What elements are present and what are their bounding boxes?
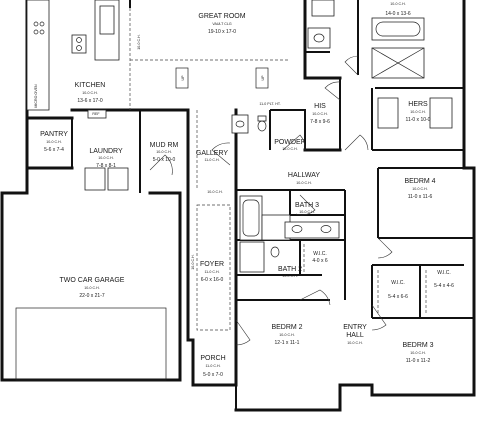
svg-text:TWO CAR GARAGE: TWO CAR GARAGE bbox=[60, 277, 125, 284]
svg-text:HERS: HERS bbox=[408, 101, 428, 108]
label-kitchen: KITCHEN 10-0 C.H. 13-6 x 17-0 bbox=[75, 82, 106, 104]
label-hers: HERS 10-0 C.H. 11-0 x 10-0 bbox=[406, 101, 431, 123]
svg-text:10-0 C.H.: 10-0 C.H. bbox=[82, 91, 97, 95]
fixtures bbox=[15, 0, 453, 381]
svg-text:BEDRM 2: BEDRM 2 bbox=[271, 324, 302, 331]
svg-text:W.I.C.: W.I.C. bbox=[391, 280, 405, 286]
label-powder: POWDER 10-0 C.H. bbox=[274, 139, 306, 151]
label-hallway: HALLWAY 10-0 C.H. bbox=[288, 172, 320, 185]
label-wic-small: W.I.C. 4-0 x 6 bbox=[312, 251, 328, 264]
label-his: HIS 10-0 C.H. 7-8 x 9-6 bbox=[310, 103, 330, 125]
label-laundry: LAUNDRY 10-0 C.H. 7-8 x 8-1 bbox=[89, 148, 123, 169]
label-bath-3: BATH 3 10-0 C.H. bbox=[295, 202, 319, 214]
svg-text:10-0 C.H.: 10-0 C.H. bbox=[299, 210, 314, 214]
svg-text:4-0 x 6: 4-0 x 6 bbox=[312, 258, 328, 264]
svg-text:7-8 x 8-1: 7-8 x 8-1 bbox=[96, 163, 116, 169]
label-pantry: PANTRY 10-0 C.H. 5-6 x 7-4 bbox=[40, 131, 68, 153]
svg-text:11-0 C.H.: 11-0 C.H. bbox=[204, 158, 219, 162]
svg-text:MUD RM: MUD RM bbox=[150, 142, 179, 149]
svg-text:POWDER: POWDER bbox=[274, 139, 306, 146]
foyer-side-ch-note: 10-0 C.H. bbox=[191, 254, 195, 269]
svg-text:BEDRM 3: BEDRM 3 bbox=[402, 342, 433, 349]
micro-oven-note: MICRO OVEN bbox=[34, 84, 38, 108]
svg-text:12-1 x 11-1: 12-1 x 11-1 bbox=[275, 340, 300, 346]
svg-text:10-0 C.H.: 10-0 C.H. bbox=[410, 351, 425, 355]
svg-text:11-0 C.H.: 11-0 C.H. bbox=[204, 270, 219, 274]
svg-text:PORCH: PORCH bbox=[200, 355, 225, 362]
svg-text:11-0 C.H.: 11-0 C.H. bbox=[205, 364, 220, 368]
label-garage: TWO CAR GARAGE 10-0 C.H. 22-0 x 21-7 bbox=[60, 277, 125, 299]
svg-text:GALLERY: GALLERY bbox=[196, 150, 228, 157]
svg-text:W.I.C.: W.I.C. bbox=[313, 251, 327, 257]
svg-text:10-0 C.H.: 10-0 C.H. bbox=[156, 150, 171, 154]
label-foyer: FOYER 11-0 C.H. 6-0 x 16-0 bbox=[200, 261, 224, 283]
svg-text:KITCHEN: KITCHEN bbox=[75, 82, 106, 89]
svg-text:FOYER: FOYER bbox=[200, 261, 224, 268]
gallery-bottom-ch-note: 10-0 C.H. bbox=[207, 190, 222, 194]
svg-text:HALLWAY: HALLWAY bbox=[288, 172, 320, 179]
svg-text:ENTRY: ENTRY bbox=[343, 324, 367, 331]
label-gallery: GALLERY 11-0 C.H. bbox=[196, 150, 228, 162]
svg-text:5-0 x 7-0: 5-0 x 7-0 bbox=[203, 372, 223, 378]
svg-text:10-0 C.H.: 10-0 C.H. bbox=[412, 187, 427, 191]
svg-text:10-0 C.H.: 10-0 C.H. bbox=[279, 333, 294, 337]
stair-up-left: UP bbox=[181, 75, 185, 81]
svg-text:10-0 C.H.: 10-0 C.H. bbox=[282, 274, 297, 278]
svg-text:HALL: HALL bbox=[346, 332, 364, 339]
svg-text:10-0 C.H.: 10-0 C.H. bbox=[347, 341, 362, 345]
svg-text:22-0 x 21-7: 22-0 x 21-7 bbox=[79, 293, 105, 299]
svg-text:10-0 C.H.: 10-0 C.H. bbox=[98, 156, 113, 160]
svg-text:13-6 x 17-0: 13-6 x 17-0 bbox=[77, 98, 103, 104]
label-master-bath: 10-0 C.H. 14-0 x 13-6 bbox=[385, 2, 411, 17]
svg-text:10-0 C.H.: 10-0 C.H. bbox=[410, 110, 425, 114]
svg-text:11-0 x 11-2: 11-0 x 11-2 bbox=[406, 358, 431, 364]
stair-up-right: UP bbox=[261, 75, 265, 81]
svg-text:11-0 x 10-0: 11-0 x 10-0 bbox=[406, 117, 431, 123]
svg-text:10-0 C.H.: 10-0 C.H. bbox=[312, 112, 327, 116]
svg-text:GREAT ROOM: GREAT ROOM bbox=[198, 13, 245, 20]
label-wic-left: W.I.C. 5-4 x 6-6 bbox=[388, 280, 408, 300]
svg-text:19-10 x 17-0: 19-10 x 17-0 bbox=[208, 29, 236, 35]
svg-text:10-0 C.H.: 10-0 C.H. bbox=[296, 181, 311, 185]
svg-text:5-6 x 7-4: 5-6 x 7-4 bbox=[44, 147, 64, 153]
label-bath-2: BATH 2 10-0 C.H. bbox=[278, 266, 302, 278]
ref-note: REF bbox=[92, 112, 100, 116]
svg-text:LAUNDRY: LAUNDRY bbox=[89, 148, 123, 155]
svg-text:VAULT CLG: VAULT CLG bbox=[212, 22, 232, 26]
svg-text:10-0 C.H.: 10-0 C.H. bbox=[84, 286, 99, 290]
svg-text:10-0 C.H.: 10-0 C.H. bbox=[390, 2, 405, 6]
svg-text:HIS: HIS bbox=[314, 103, 326, 110]
svg-text:BATH 3: BATH 3 bbox=[295, 202, 319, 209]
svg-text:14-0 x 13-6: 14-0 x 13-6 bbox=[385, 11, 411, 17]
svg-text:5-4 x 4-6: 5-4 x 4-6 bbox=[434, 283, 454, 289]
plan-notes: 11-0 PLT. HT. REF 10-0 C.H. 10-0 C.H. 10… bbox=[34, 34, 281, 269]
label-bedroom-2: BEDRM 2 10-0 C.H. 12-1 x 11-1 bbox=[271, 324, 302, 346]
label-mud-room: MUD RM 10-0 C.H. 5-0 x 10-0 bbox=[150, 142, 179, 163]
label-entry-hall: ENTRY HALL 10-0 C.H. bbox=[343, 324, 367, 345]
svg-text:10-0 C.H.: 10-0 C.H. bbox=[46, 140, 61, 144]
label-wic-right: W.I.C. 5-4 x 4-6 bbox=[434, 270, 454, 289]
exterior-walls bbox=[0, 0, 476, 412]
svg-text:BATH 2: BATH 2 bbox=[278, 266, 302, 273]
svg-text:10-0 C.H.: 10-0 C.H. bbox=[282, 147, 297, 151]
label-great-room: GREAT ROOM VAULT CLG 19-10 x 17-0 bbox=[198, 13, 245, 35]
label-bedroom-4: BEDRM 4 10-0 C.H. 11-0 x 11-6 bbox=[404, 178, 435, 200]
door-swings bbox=[149, 55, 393, 346]
label-porch: PORCH 11-0 C.H. 5-0 x 7-0 bbox=[200, 355, 225, 378]
kitchen-vertical-ch-note: 10-0 C.H. bbox=[137, 34, 141, 49]
svg-text:W.I.C.: W.I.C. bbox=[437, 270, 451, 276]
svg-text:11-0 x 11-6: 11-0 x 11-6 bbox=[408, 194, 433, 200]
svg-text:BEDRM 4: BEDRM 4 bbox=[404, 178, 435, 185]
svg-text:PANTRY: PANTRY bbox=[40, 131, 68, 138]
svg-text:5-0 x 10-0: 5-0 x 10-0 bbox=[153, 157, 176, 163]
plate-height-note: 11-0 PLT. HT. bbox=[259, 102, 280, 106]
svg-text:7-8 x 9-6: 7-8 x 9-6 bbox=[310, 119, 330, 125]
svg-text:5-4 x 6-6: 5-4 x 6-6 bbox=[388, 294, 408, 300]
svg-text:6-0 x 16-0: 6-0 x 16-0 bbox=[201, 277, 224, 283]
label-bedroom-3: BEDRM 3 10-0 C.H. 11-0 x 11-2 bbox=[402, 342, 433, 364]
